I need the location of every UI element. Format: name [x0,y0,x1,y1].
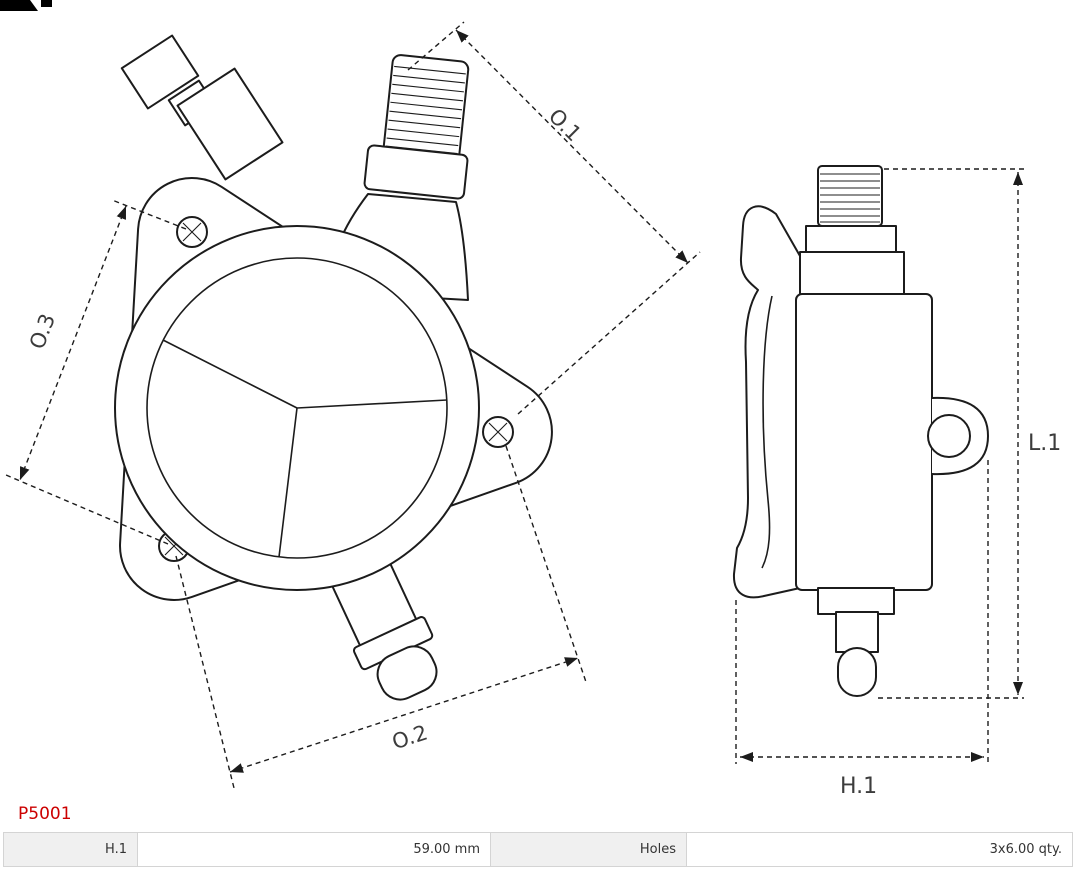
o1-extension-bottom [517,251,701,415]
side-bracket-inner-line [761,295,773,569]
side-thread-hatching [820,173,880,223]
side-main-body [795,293,933,591]
l1-label: L.1 [1028,431,1061,456]
pump-housing-inner [146,257,448,559]
side-view: L.1 H.1 [732,165,1061,799]
side-lug-hole [927,414,971,458]
h1-label: H.1 [840,774,877,799]
fitting-collar [363,144,469,200]
spec-table: H.1 59.00 mm Holes 3x6.00 qty. [3,832,1073,867]
thread-hatching [385,65,466,155]
side-bracket [732,205,801,599]
o3-extension-bottom [5,474,169,545]
connector-base [176,67,284,181]
side-nipple-tip [837,647,877,697]
connector-port [120,34,284,181]
dimension-h1: H.1 [735,460,989,799]
spec-cell-h1-value: 59.00 mm [137,832,491,867]
bolt-hole-right-cross [488,422,508,442]
side-upper-body [799,251,905,299]
o3-dimension-line [19,205,127,481]
o1-extension-top [407,21,465,71]
dimension-l1: L.1 [878,168,1061,699]
spec-cell-holes-label: Holes [490,832,687,867]
o1-label: O.1 [544,104,586,146]
bolt-holes [158,216,514,562]
part-number: P5001 [18,804,72,824]
logo-fragment-shape [0,0,38,11]
o2-label: O.2 [389,720,430,754]
o2-extension-left [175,555,235,789]
spec-cell-holes-value: 3x6.00 qty. [686,832,1073,867]
logo-fragment [0,0,52,11]
front-view: O.1 O.3 O.2 [5,21,701,789]
spec-row: H.1 59.00 mm Holes 3x6.00 qty. [3,832,1073,867]
technical-diagram: O.1 O.3 O.2 [0,0,1061,799]
o1-dimension-line [455,29,689,264]
threaded-fitting-front [327,54,470,301]
rotor-spokes [162,339,448,558]
side-collar [805,225,897,255]
o3-label: O.3 [25,311,60,353]
o2-extension-right [505,445,587,683]
o2-dimension-line [229,657,579,773]
o3-extension-top [111,199,187,230]
connector-cap [120,34,200,110]
spec-cell-h1-label: H.1 [3,832,138,867]
side-nipple-stem [835,611,879,653]
logo-fragment-dot [41,0,52,7]
side-thread-stud [817,165,883,227]
side-bottom-step [817,587,895,615]
bolt-hole-top-cross [182,222,202,242]
